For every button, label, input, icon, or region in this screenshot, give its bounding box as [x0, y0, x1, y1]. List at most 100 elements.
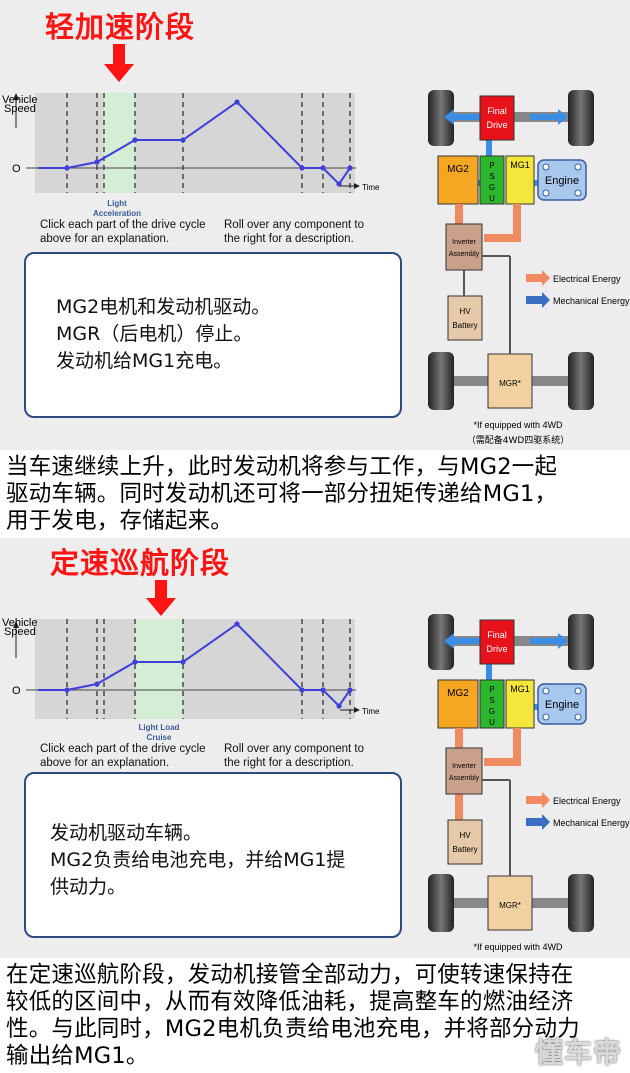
tire-icon [568, 874, 594, 932]
svg-text:Battery: Battery [452, 845, 477, 854]
highlight-phase[interactable] [135, 619, 183, 719]
svg-text:HV: HV [459, 307, 471, 316]
svg-text:S: S [489, 172, 494, 181]
drivetrain-diagram[interactable]: Final Drive MG2 P S G U MG1 Engine Inver… [418, 86, 630, 450]
footnote: *If equipped with 4WD [473, 942, 563, 952]
drivetrain-diagram[interactable]: Final Drive MG2 P S G U MG1 Engine Inver… [418, 610, 630, 958]
drive-cycle-chart[interactable]: Vehicle Speed O Time Light Acceleration [0, 88, 380, 248]
svg-text:Battery: Battery [452, 321, 477, 330]
mg2-component[interactable] [437, 155, 479, 205]
down-arrow-icon [104, 44, 134, 82]
footnote: *If equipped with 4WD [473, 420, 563, 430]
explanation-line: MGR（后电机）停止。 [56, 323, 253, 345]
svg-text:P: P [489, 685, 494, 694]
explanation-line: 发动机驱动车辆。 [50, 822, 203, 844]
section1-panel: 轻加速阶段 Vehicle Speed O Time Light Acceler… [0, 0, 630, 450]
explanation-line: 供动力。 [50, 876, 127, 898]
y-axis-label: Vehicle [2, 94, 37, 106]
explanation-box: MG2电机和发动机驱动。 MGR（后电机）停止。 发动机给MG1充电。 [24, 252, 402, 418]
explanation-box: 发动机驱动车辆。 MG2负责给电池充电，并给MG1提 供动力。 [24, 772, 402, 938]
mgr-component[interactable] [487, 875, 533, 931]
tire-icon [568, 352, 594, 410]
explanation-line: 发动机给MG1充电。 [56, 350, 233, 372]
svg-text:Cruise: Cruise [147, 733, 172, 742]
svg-text:MG2: MG2 [447, 688, 469, 699]
tire-icon [568, 614, 594, 670]
y-axis-label: Vehicle [2, 617, 37, 629]
inverter-component[interactable] [445, 223, 483, 271]
hv-battery-component[interactable] [447, 819, 483, 865]
svg-text:P: P [489, 161, 494, 170]
psgu-component[interactable] [479, 679, 505, 729]
chart-instruction: Click each part of the drive cycle above… [40, 743, 206, 769]
electrical-arrow-icon [526, 792, 550, 808]
phase-label: Light [107, 199, 127, 208]
svg-text:HV: HV [459, 831, 471, 840]
tire-icon [428, 614, 454, 670]
psgu-component[interactable] [479, 155, 505, 205]
zero-label: O [12, 685, 21, 697]
section1-title: 轻加速阶段 [44, 10, 195, 44]
tire-icon [568, 90, 594, 146]
svg-text:Engine: Engine [545, 699, 579, 711]
svg-text:MGR*: MGR* [499, 901, 521, 910]
explanation-line: MG2负责给电池充电，并给MG1提 [50, 849, 346, 871]
electrical-arrow-icon [526, 270, 550, 286]
tire-icon [428, 352, 454, 410]
svg-text:MG1: MG1 [510, 160, 530, 170]
svg-text:U: U [489, 194, 495, 203]
mgr-component[interactable] [487, 353, 533, 409]
svg-text:Final: Final [487, 630, 507, 640]
section2-title: 定速巡航阶段 [49, 546, 230, 580]
legend-electrical: Electrical Energy [553, 274, 621, 284]
x-axis-label: Time [362, 183, 380, 192]
svg-text:S: S [489, 696, 494, 705]
svg-text:Assembly: Assembly [449, 775, 480, 782]
down-arrow-icon [146, 580, 176, 616]
engine-component[interactable] [537, 159, 587, 201]
svg-text:Drive: Drive [486, 644, 507, 654]
mg1-component[interactable] [505, 155, 535, 205]
svg-text:MG2: MG2 [447, 164, 469, 175]
tire-icon [428, 874, 454, 932]
x-axis-label: Time [362, 707, 380, 716]
mg2-component[interactable] [437, 679, 479, 729]
svg-text:Engine: Engine [545, 175, 579, 187]
svg-text:Speed: Speed [4, 103, 36, 115]
component-instruction: Roll over any component to the right for… [224, 219, 364, 245]
svg-text:Acceleration: Acceleration [93, 209, 141, 218]
svg-text:Speed: Speed [4, 626, 36, 638]
section1-paragraph: 当车速继续上升，此时发动机将参与工作，与MG2一起 驱动车辆。同时发动机还可将一… [6, 454, 558, 534]
zero-label: O [12, 163, 21, 175]
drive-cycle-chart[interactable]: Vehicle Speed O Time Light Load Cruise [0, 614, 380, 774]
chart-instruction: Click each part of the drive cycle above… [40, 219, 206, 245]
section2-panel: 定速巡航阶段 Vehicle Speed O Time Light Load C… [0, 538, 630, 958]
final-drive-component[interactable] [479, 619, 515, 665]
tire-icon [428, 90, 454, 146]
mg1-component[interactable] [505, 679, 535, 729]
engine-component[interactable] [537, 683, 587, 725]
mechanical-arrow-icon [526, 292, 550, 308]
section2-paragraph: 在定速巡航阶段，发动机接管全部动力，可使转速保持在 较低的区间中，从而有效降低油… [6, 962, 580, 1069]
phase-label: Light Load [139, 723, 180, 732]
svg-text:Inverter: Inverter [452, 239, 476, 246]
mechanical-arrow-icon [526, 814, 550, 830]
final-drive-component[interactable] [479, 95, 515, 141]
watermark-logo: 懂车帝 [534, 1036, 622, 1069]
svg-text:Assembly: Assembly [449, 251, 480, 258]
legend-mechanical: Mechanical Energy [553, 818, 630, 828]
inverter-component[interactable] [445, 747, 483, 795]
hv-battery-component[interactable] [447, 295, 483, 341]
component-instruction: Roll over any component to the right for… [224, 743, 364, 769]
svg-text:Final: Final [487, 106, 507, 116]
footnote-cn: （需配备4WD四驱系统） [467, 434, 570, 446]
svg-text:G: G [489, 707, 495, 716]
svg-text:MGR*: MGR* [499, 379, 521, 388]
legend-electrical: Electrical Energy [553, 796, 621, 806]
svg-text:G: G [489, 183, 495, 192]
svg-text:Drive: Drive [486, 120, 507, 130]
legend-mechanical: Mechanical Energy [553, 296, 630, 306]
svg-text:Inverter: Inverter [452, 763, 476, 770]
explanation-line: MG2电机和发动机驱动。 [56, 296, 271, 318]
svg-text:MG1: MG1 [510, 684, 530, 694]
